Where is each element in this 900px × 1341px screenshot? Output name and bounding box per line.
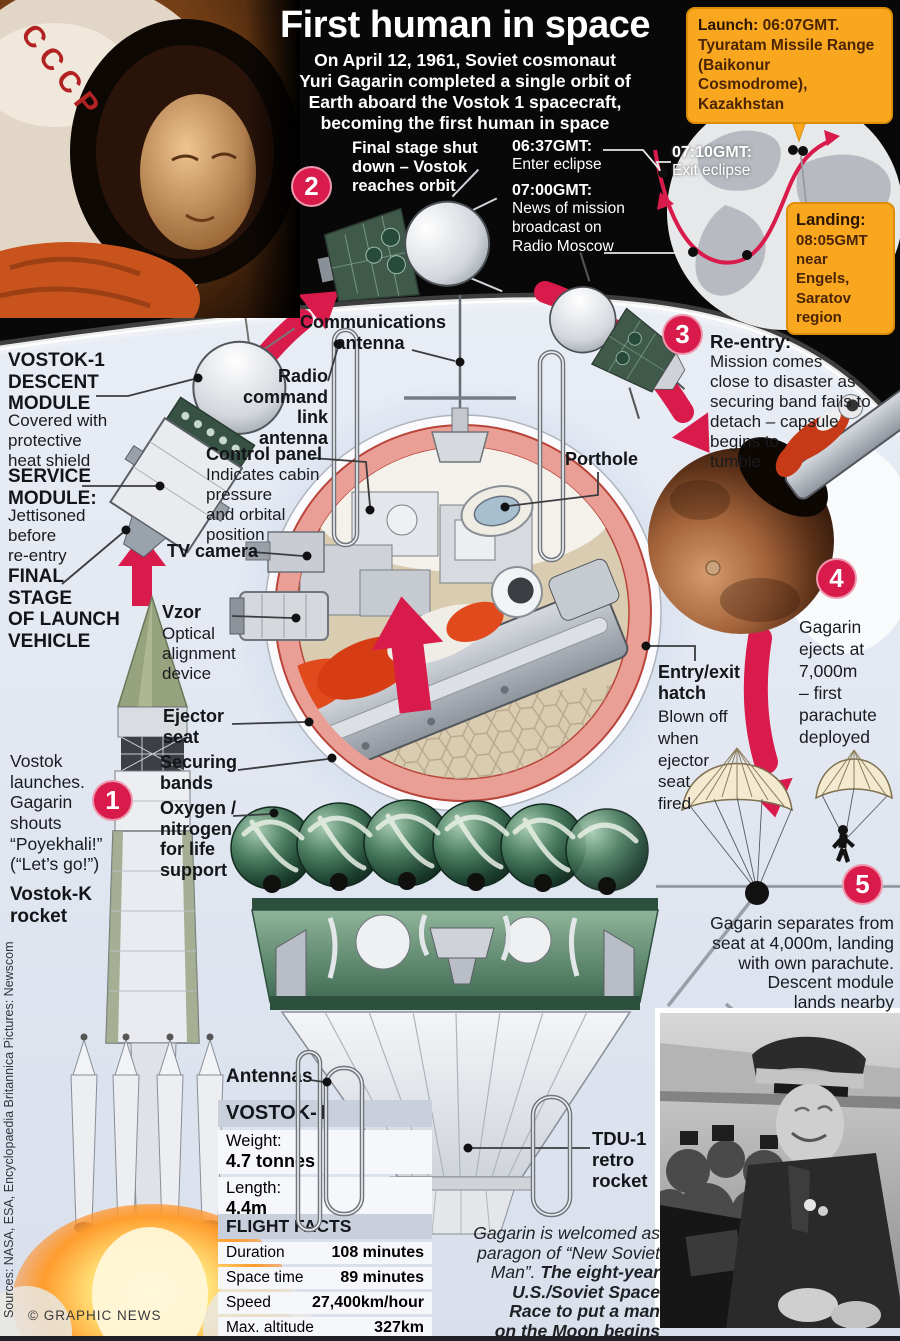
vzor-art bbox=[229, 591, 329, 641]
callout-rocket-name: Vostok-K rocket bbox=[10, 884, 92, 927]
callout-porthole: Porthole bbox=[565, 449, 639, 469]
callout-control-panel-text: Indicates cabin pressure and orbital pos… bbox=[206, 465, 320, 545]
fact-row: Speed 27,400km/hour bbox=[218, 1292, 432, 1314]
launch-text: Tyuratam Missile Range (Baikonur Cosmodr… bbox=[698, 36, 875, 114]
callout-service-module-text: Jettisoned before re-entry bbox=[8, 506, 86, 566]
callout-comms-antenna: Communications antenna bbox=[300, 312, 447, 353]
landing-label: Landing: bbox=[796, 211, 866, 229]
callout-antennas: Antennas bbox=[226, 1066, 313, 1087]
callout-descent-module-text: Covered with protective heat shield bbox=[8, 411, 108, 471]
callout-final-stage: FINAL STAGE OF LAUNCH VEHICLE bbox=[8, 566, 120, 652]
photo-caption: Gagarin is welcomed as paragon of “New S… bbox=[430, 1223, 660, 1341]
launch-time: 06:07GMT. bbox=[762, 17, 840, 34]
page-title: First human in space bbox=[279, 4, 651, 46]
fact-value: 89 minutes bbox=[340, 1269, 424, 1286]
callout-hatch-text: Blown off when ejector seat fired bbox=[658, 707, 728, 813]
flight-facts-title: FLIGHT FACTS bbox=[218, 1214, 432, 1239]
callout-tdu: TDU-1 retro rocket bbox=[592, 1128, 648, 1192]
timeline-0710: 07:10GMT: Exit eclipse bbox=[672, 144, 752, 180]
step1-text: Vostok launches. Gagarin shouts “Poyekha… bbox=[10, 751, 103, 875]
step3-text: Mission comes close to disaster as secur… bbox=[710, 352, 871, 472]
event-0710: Exit eclipse bbox=[672, 162, 751, 179]
launch-box: Launch: 06:07GMT. Tyuratam Missile Range… bbox=[686, 7, 893, 125]
timeline-0700: 07:00GMT: News of mission broadcast on R… bbox=[512, 182, 625, 257]
spec-label: Length: bbox=[226, 1179, 282, 1197]
callout-vzor-text: Optical alignment device bbox=[162, 624, 236, 684]
fact-row: Duration 108 minutes bbox=[218, 1242, 432, 1264]
callout-control-panel-title: Control panel bbox=[206, 444, 322, 464]
step3-label: Re-entry: bbox=[710, 331, 792, 352]
fact-value: 327km bbox=[374, 1319, 424, 1336]
caption-normal: Gagarin is welcomed as paragon of “New S… bbox=[473, 1223, 660, 1283]
fact-label: Space time bbox=[226, 1269, 304, 1286]
specs-box: VOSTOK-1 Weight: 4.7 tonnes Length: 4.4m bbox=[218, 1100, 432, 1221]
time-0700: 07:00GMT: bbox=[512, 182, 593, 199]
fact-label: Max. altitude bbox=[226, 1319, 314, 1336]
landing-box: Landing: 08:05GMT near Engels, Saratov r… bbox=[786, 202, 895, 336]
caption-bold: The eight-year U.S./Soviet Space Race to… bbox=[494, 1262, 660, 1341]
step2-text: Final stage shut down – Vostok reaches o… bbox=[352, 139, 478, 195]
landing-text: 08:05GMT near Engels, Saratov region bbox=[796, 232, 868, 326]
callout-radio-antenna: Radio command link antenna bbox=[242, 366, 328, 448]
callout-descent-module-title: VOSTOK-1 DESCENT MODULE bbox=[8, 350, 105, 415]
time-0637: 06:37GMT: bbox=[512, 138, 593, 155]
callout-ejector-seat: Ejector seat bbox=[163, 706, 225, 747]
callout-hatch-title: Entry/exit hatch bbox=[658, 662, 741, 703]
fact-row: Space time 89 minutes bbox=[218, 1267, 432, 1289]
spec-value: 4.7 tonnes bbox=[226, 1151, 316, 1171]
spec-row: Weight: 4.7 tonnes bbox=[218, 1130, 432, 1174]
event-0700: News of mission broadcast on Radio Mosco… bbox=[512, 200, 625, 255]
ascent-arrow-big bbox=[371, 596, 444, 714]
gagarin-helmet-photo: CCCP bbox=[0, 0, 300, 318]
step5-text: Gagarin separates from seat at 4,000m, l… bbox=[710, 913, 894, 1013]
step-badge-2: 2 bbox=[291, 166, 332, 207]
ejector-seat-art bbox=[289, 558, 629, 787]
callout-oxygen: Oxygen / nitrogen for life support bbox=[160, 798, 237, 880]
cosmonaut-silhouette bbox=[832, 825, 855, 863]
callout-vzor-title: Vzor bbox=[162, 602, 202, 622]
fact-label: Duration bbox=[226, 1244, 285, 1261]
sources-credit: Sources: NASA, ESA, Encyclopaedia Britan… bbox=[2, 941, 16, 1318]
time-0710: 07:10GMT: bbox=[672, 144, 753, 161]
launch-label: Launch: bbox=[698, 17, 759, 34]
ascent-arrow-small bbox=[118, 534, 166, 606]
gagarin-welcome-photo bbox=[655, 1008, 900, 1328]
event-0637: Enter eclipse bbox=[512, 156, 602, 173]
spec-label: Weight: bbox=[226, 1132, 282, 1150]
timeline-0637: 06:37GMT: Enter eclipse bbox=[512, 138, 602, 174]
specs-title: VOSTOK-1 bbox=[218, 1100, 432, 1127]
step-badge-1: 1 bbox=[92, 780, 133, 821]
callout-tv-camera: TV camera bbox=[167, 541, 259, 561]
gas-tanks-art bbox=[230, 799, 649, 895]
fact-value: 27,400km/hour bbox=[311, 1294, 424, 1311]
graphic-news-credit: © GRAPHIC NEWS bbox=[28, 1308, 162, 1323]
step4-text: Gagarin ejects at 7,000m – first parachu… bbox=[799, 617, 877, 748]
flight-facts-box: FLIGHT FACTS Duration 108 minutes Space … bbox=[218, 1214, 432, 1339]
fact-label: Speed bbox=[226, 1294, 271, 1311]
bottom-border bbox=[0, 1336, 900, 1341]
porthole-art bbox=[460, 485, 534, 537]
step-badge-5: 5 bbox=[842, 864, 883, 905]
fact-value: 108 minutes bbox=[331, 1244, 424, 1261]
step3-block: Re-entry: Mission comes close to disaste… bbox=[710, 331, 896, 472]
step-badge-4: 4 bbox=[816, 558, 857, 599]
callout-securing-bands: Securing bands bbox=[160, 752, 238, 793]
callout-service-module-title: SERVICE MODULE: bbox=[8, 466, 97, 509]
page-subtitle: On April 12, 1961, Soviet cosmonaut Yuri… bbox=[299, 50, 631, 133]
step-badge-3: 3 bbox=[662, 314, 703, 355]
